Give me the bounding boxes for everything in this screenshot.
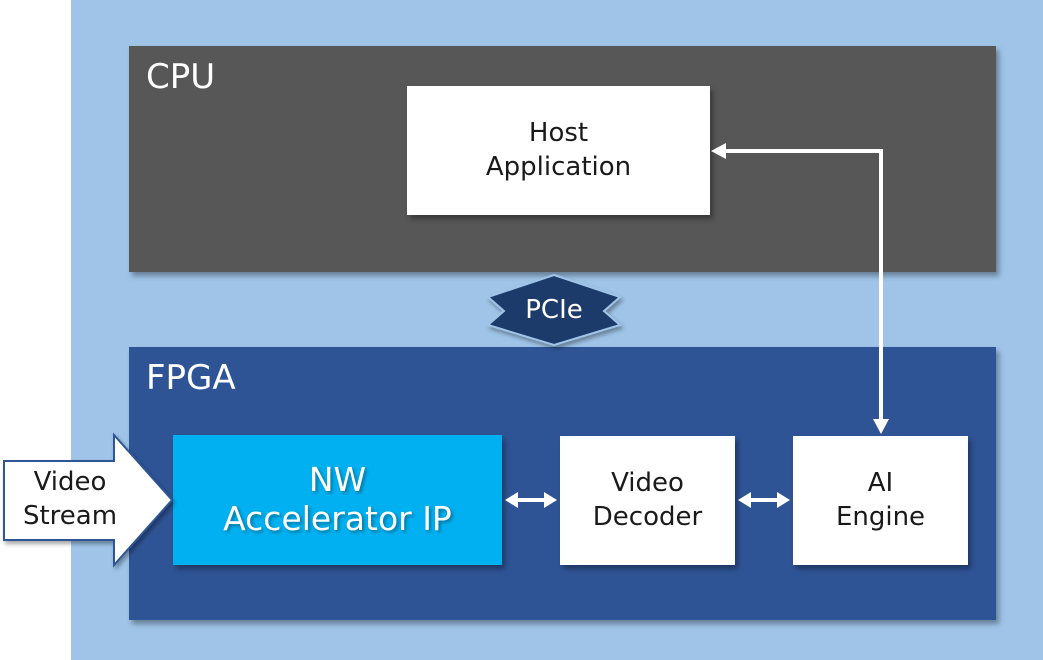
video-decoder-label: Video Decoder bbox=[592, 467, 703, 532]
pcie-arrow-shape bbox=[485, 273, 623, 347]
link-decoder-ai-engine-arrow bbox=[738, 492, 790, 508]
fpga-region-label: FPGA bbox=[146, 358, 236, 398]
nw-accelerator-block: NW Accelerator IP bbox=[173, 435, 502, 565]
link-ai-engine-host-arrow bbox=[711, 143, 889, 434]
video-stream-input bbox=[3, 432, 174, 568]
pcie-label: PCIe bbox=[525, 295, 583, 325]
host-application-label: Host Application bbox=[485, 117, 632, 182]
link-accelerator-decoder-arrow bbox=[505, 492, 557, 508]
host-application-block: Host Application bbox=[407, 86, 710, 215]
pcie-connector bbox=[485, 273, 623, 347]
video-decoder-block: Video Decoder bbox=[560, 436, 735, 565]
nw-accelerator-label: NW Accelerator IP bbox=[223, 460, 452, 538]
ai-engine-block: AI Engine bbox=[793, 436, 968, 565]
video-stream-arrow-shape bbox=[3, 432, 174, 568]
ai-engine-label: AI Engine bbox=[835, 467, 926, 532]
cpu-region-label: CPU bbox=[146, 57, 216, 97]
video-stream-label: Video Stream bbox=[22, 467, 118, 531]
